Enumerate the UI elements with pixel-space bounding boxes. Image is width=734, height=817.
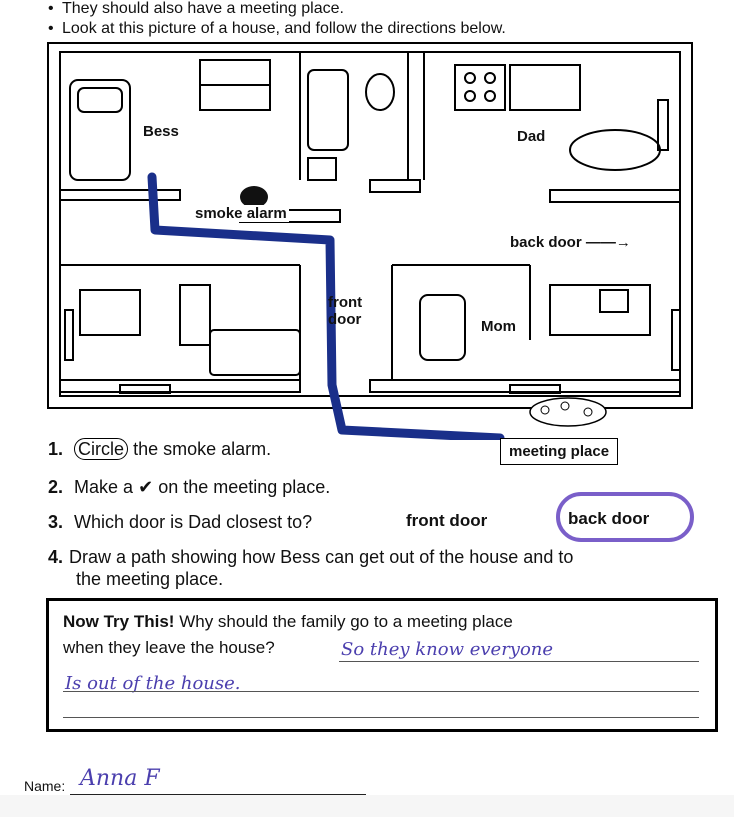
door-panel	[179, 284, 211, 346]
question-text: the smoke alarm.	[133, 439, 272, 459]
stove	[454, 64, 506, 111]
front-door-line1: front	[328, 294, 363, 311]
window	[671, 309, 681, 371]
bullet-dot: •	[48, 20, 54, 37]
meeting-place-bush-icon	[529, 397, 607, 427]
label-meeting-place: meeting place	[500, 438, 619, 465]
question-line2: the meeting place.	[76, 569, 224, 589]
label-front-door: front door	[328, 294, 362, 328]
bullet-2: • Look at this picture of a house, and fo…	[48, 20, 506, 38]
now-try-question-1: Why should the family go to a meeting pl…	[179, 612, 513, 631]
dresser	[79, 289, 141, 336]
question-4: 4.Draw a path showing how Bess can get o…	[48, 546, 573, 590]
wall	[369, 379, 681, 393]
answer-line	[63, 717, 699, 718]
question-text: Which door is Dad closest to?	[74, 512, 313, 532]
answer-handwriting-2[interactable]: Is out of the house.	[65, 673, 241, 694]
label-bess: Bess	[143, 123, 179, 140]
name-value[interactable]: Anna F	[80, 766, 160, 791]
armchair	[419, 294, 466, 361]
now-try-line2: when they leave the house?	[63, 638, 275, 657]
window	[119, 384, 171, 394]
computer	[599, 289, 629, 313]
now-try-title: Now Try This!	[63, 612, 175, 631]
bullet-dot: •	[48, 0, 54, 17]
answer-circle	[556, 492, 694, 542]
option-back-door[interactable]: back door	[568, 509, 650, 528]
window	[657, 99, 669, 151]
label-dad: Dad	[517, 128, 546, 145]
arrow-right-icon: ——→	[585, 234, 631, 251]
bullet-text: Look at this picture of a house, and fol…	[62, 20, 506, 37]
answer-line	[339, 661, 699, 662]
label-mom: Mom	[481, 318, 516, 335]
front-door-line2: door	[328, 311, 362, 328]
question-number: 3.	[48, 512, 64, 532]
bathtub	[307, 69, 349, 151]
wall	[59, 379, 301, 393]
answer-handwriting-1[interactable]: So they know everyone	[341, 639, 554, 660]
question-line1: Draw a path showing how Bess can get out…	[69, 547, 574, 567]
wall	[549, 189, 681, 203]
smoke-alarm-mark	[240, 186, 268, 208]
question-number: 2.	[48, 477, 64, 497]
question-text-after: on the meeting place.	[158, 477, 331, 497]
outer-wall	[47, 42, 693, 409]
circled-word: Circle	[74, 438, 129, 460]
page-edge	[0, 795, 734, 817]
question-number: 4.	[48, 547, 64, 567]
window	[509, 384, 561, 394]
window	[64, 309, 74, 361]
now-try-line1: Now Try This! Why should the family go t…	[63, 609, 513, 635]
bed	[69, 79, 131, 181]
question-3: 3. Which door is Dad closest to?	[48, 511, 708, 533]
back-door-text: back door	[510, 234, 582, 251]
wall	[59, 189, 181, 201]
label-smoke-alarm: smoke alarm	[193, 205, 289, 222]
dining-table	[569, 129, 661, 171]
sink	[307, 157, 337, 181]
answer-line	[63, 691, 699, 692]
kitchen-counter	[509, 64, 581, 111]
question-2: 2. Make a ✔ on the meeting place.	[48, 476, 330, 498]
question-number: 1.	[48, 439, 64, 459]
house-floor-plan	[47, 42, 693, 440]
question-text-before: Make a	[74, 477, 134, 497]
name-label: Name:	[24, 778, 66, 794]
escape-path	[147, 172, 505, 440]
bed	[209, 329, 301, 376]
label-back-door: back door ——→	[510, 234, 631, 251]
bullet-text: They should also have a meeting place.	[62, 0, 344, 17]
desk	[549, 284, 651, 336]
question-1: 1. Circle the smoke alarm.	[48, 438, 271, 460]
inner-wall-line	[59, 51, 681, 397]
wall	[369, 179, 421, 193]
toilet	[365, 73, 395, 111]
bullet-1: • They should also have a meeting place.	[48, 0, 344, 18]
now-try-this-box: Now Try This! Why should the family go t…	[46, 598, 718, 732]
checkmark-icon: ✔	[138, 477, 154, 497]
name-line	[70, 794, 366, 795]
option-front-door[interactable]: front door	[406, 511, 488, 530]
